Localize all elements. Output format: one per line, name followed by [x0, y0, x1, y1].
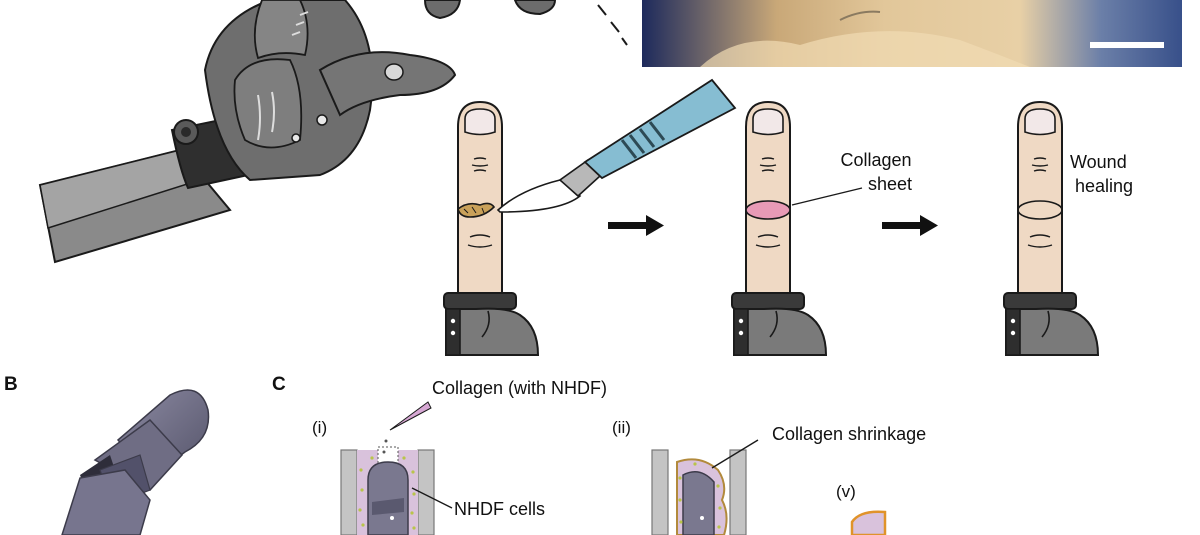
panel-b-letter: B	[4, 374, 18, 395]
dashed-leader-line	[597, 4, 628, 46]
wound-healing-label-2: healing	[1075, 176, 1133, 196]
microscope-photo	[642, 0, 1182, 67]
robotic-hand-illustration	[38, 0, 557, 264]
mold-step-i	[340, 439, 435, 535]
finger-step-2	[731, 101, 827, 356]
pipette-tip	[389, 401, 432, 431]
cad-finger-render	[61, 389, 210, 535]
step-v-label: (v)	[836, 482, 856, 501]
scale-bar	[1090, 42, 1164, 48]
step-ii-label: (ii)	[612, 418, 631, 437]
step-i-label: (i)	[312, 418, 327, 437]
shrinkage-leader	[711, 439, 759, 469]
arrow-right-2	[882, 215, 938, 236]
wound-healing-label: Wound	[1070, 152, 1127, 172]
coated-finger-step-v	[850, 510, 887, 535]
collagen-sheet-label: Collagen	[840, 150, 911, 170]
finger-step-1	[443, 101, 539, 356]
collagen-sheet-label-2: sheet	[868, 174, 912, 194]
nhdf-cells-label: NHDF cells	[454, 499, 545, 519]
finger-step-3	[1003, 101, 1099, 356]
collagen-shrinkage-label: Collagen shrinkage	[772, 424, 926, 444]
scalpel	[496, 78, 737, 213]
arrow-right-1	[608, 215, 664, 236]
mold-step-ii	[651, 449, 747, 535]
collagen-nhdf-label: Collagen (with NHDF)	[432, 378, 607, 398]
panel-c-letter: C	[272, 374, 286, 395]
collagen-sheet-leader	[791, 187, 863, 206]
nhdf-leader	[411, 487, 453, 509]
